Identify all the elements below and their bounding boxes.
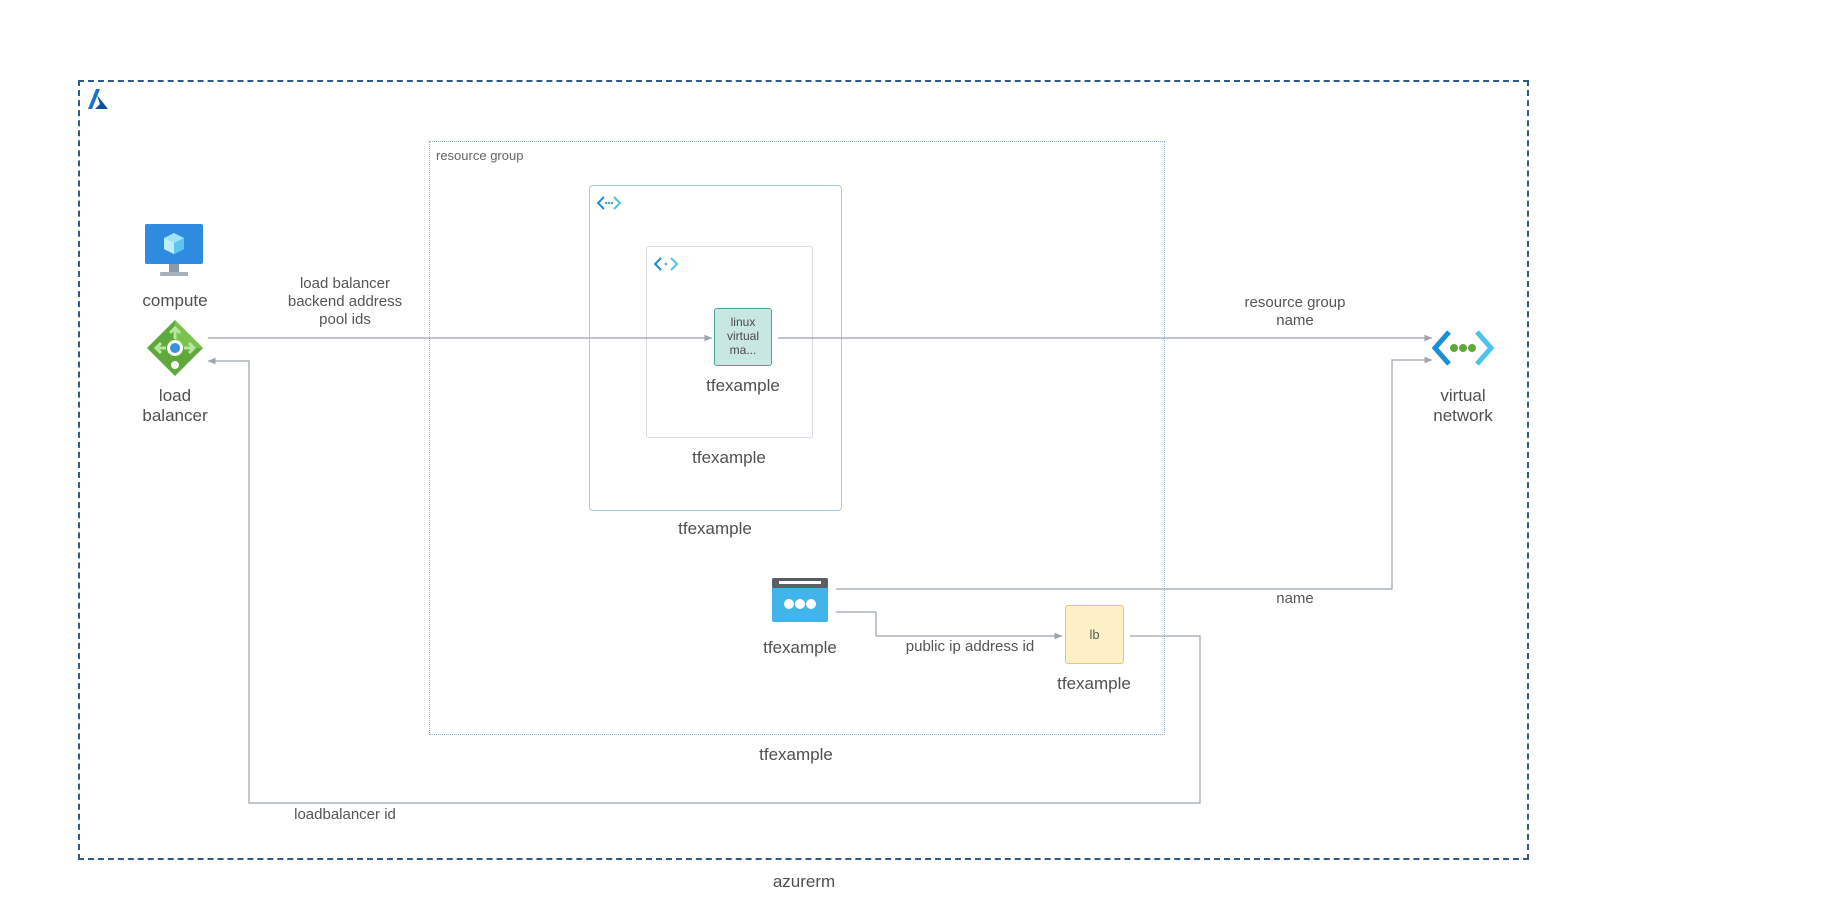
lb-name: tfexample	[1057, 674, 1131, 693]
resource-group-container	[429, 141, 1165, 735]
azure-logo-icon	[88, 89, 108, 109]
edge-label-backend-pool: load balancer backend address pool ids	[287, 275, 403, 328]
vnet-name: tfexample	[678, 519, 752, 538]
vnet-container	[589, 185, 842, 511]
public-ip-icon[interactable]	[771, 577, 829, 623]
edge-label-loadbalancer-id: loadbalancer id	[294, 806, 396, 823]
provider-label: azurerm	[772, 872, 836, 891]
vnet-icon	[597, 196, 621, 210]
public-ip-name: tfexample	[763, 638, 837, 657]
edge-public-ip-id	[836, 611, 1062, 640]
edge-name	[836, 356, 1432, 590]
edge-label-name: name	[1276, 590, 1314, 607]
azurerm-provider-boundary	[78, 80, 1529, 860]
subnet-container	[646, 246, 813, 438]
resource-group-label: resource group	[436, 148, 524, 163]
compute-icon	[145, 224, 203, 276]
edge-label-rg-name: resource group name	[1244, 294, 1346, 329]
edge-label-public-ip-id: public ip address id	[905, 638, 1035, 655]
edge-loadbalancer-id	[208, 357, 1201, 804]
lb-node[interactable]: lb	[1065, 605, 1124, 664]
load-balancer-label: load balancer	[142, 386, 208, 426]
compute-label: compute	[142, 291, 208, 310]
virtual-network-label: virtual network	[1433, 386, 1493, 426]
load-balancer-icon[interactable]	[146, 319, 204, 377]
linux-vm-node[interactable]: linux virtual ma...	[714, 308, 772, 366]
subnet-name: tfexample	[692, 448, 766, 467]
virtual-network-icon[interactable]	[1432, 330, 1494, 366]
resource-group-name: tfexample	[759, 745, 833, 764]
linux-vm-name: tfexample	[706, 376, 780, 395]
subnet-icon	[654, 257, 678, 271]
